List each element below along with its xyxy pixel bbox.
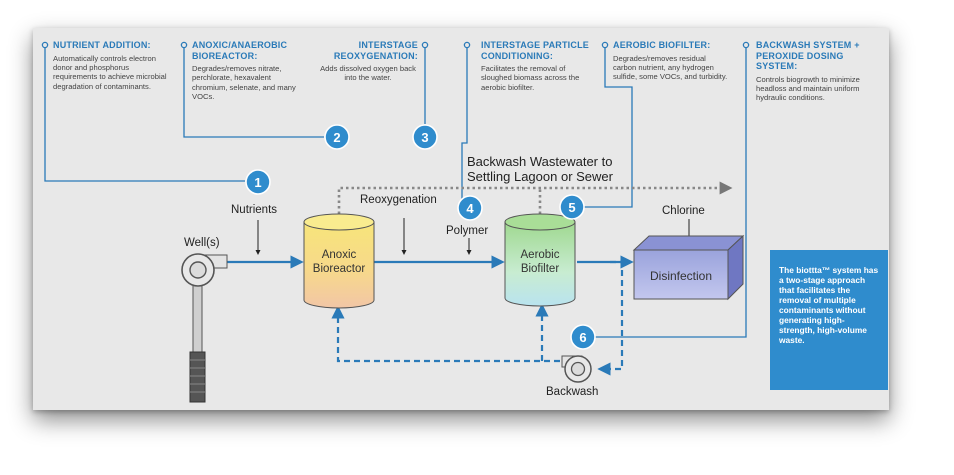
anoxic-label-line1: Anoxic [321, 249, 357, 261]
note-heading: ANOXIC/ANAEROBIC BIOREACTOR: [192, 40, 288, 61]
note-interstage-reoxygenation: INTERSTAGE REOXYGENATION: Adds dissolved… [318, 40, 418, 83]
backwash-wastewater-label: Backwash Wastewater to Settling Lagoon o… [467, 154, 613, 184]
leader-dots [41, 41, 750, 49]
leader-5 [582, 47, 633, 208]
note-heading: BACKWASH SYSTEM + PEROXIDE DOSING SYSTEM… [756, 40, 860, 71]
reoxygenation-label: Reoxygenation [360, 194, 437, 206]
badge-1-number: 1 [254, 175, 261, 190]
backwash-loop [331, 260, 624, 376]
badge-4-number: 4 [466, 201, 474, 216]
note-anoxic-bioreactor: ANOXIC/ANAEROBIC BIOREACTOR: Degrades/re… [192, 40, 302, 102]
note-body: Degrades/removes nitrate, perchlorate, h… [192, 64, 296, 102]
badge-4 [457, 195, 483, 221]
backwash-pump-icon [561, 355, 592, 383]
note-interstage-particle-conditioning: INTERSTAGE PARTICLE CONDITIONING: Facili… [481, 40, 593, 92]
note-backwash-system: BACKWASH SYSTEM + PEROXIDE DOSING SYSTEM… [756, 40, 874, 103]
badge-6 [570, 324, 596, 350]
note-heading: NUTRIENT ADDITION: [53, 40, 151, 50]
backwash-wastewater-line2: Settling Lagoon or Sewer [467, 169, 613, 184]
note-body: Adds dissolved oxygen back into the wate… [320, 64, 416, 83]
badge-3 [412, 124, 438, 150]
aerobic-label-line1: Aerobic [520, 249, 560, 261]
backwash-label: Backwash [546, 386, 599, 398]
backwash-wastewater-line [337, 181, 733, 214]
disinfection-tank [632, 234, 745, 301]
aerobic-biofilter [504, 213, 576, 307]
badge-3-number: 3 [421, 130, 428, 145]
note-nutrient-addition: NUTRIENT ADDITION: Automatically control… [53, 40, 168, 91]
note-heading: INTERSTAGE REOXYGENATION: [333, 40, 418, 61]
badge-5-number: 5 [568, 200, 575, 215]
leader-4 [461, 47, 468, 206]
badge-5 [559, 194, 585, 220]
disinfection-label: Disinfection [649, 269, 713, 283]
note-body: Controls biogrowth to minimize headloss … [756, 74, 860, 103]
callout-leaders [44, 47, 747, 338]
nutrients-label: Nutrients [231, 204, 278, 216]
backwash-wastewater-line1: Backwash Wastewater to [467, 154, 613, 169]
aerobic-label-line2: Biofilter [520, 263, 560, 275]
polymer-label: Polymer [446, 225, 489, 237]
wells-label: Well(s) [184, 237, 220, 249]
note-body: Facilitates the removal of sloughed biom… [481, 64, 580, 92]
leader-2 [183, 47, 324, 138]
badge-1 [245, 169, 271, 195]
leader-1 [44, 47, 245, 182]
summary-text: The biottta™ system has a two-stage appr… [779, 265, 879, 345]
badge-2 [324, 124, 350, 150]
note-heading: AEROBIC BIOFILTER: [613, 40, 711, 50]
note-body: Degrades/removes residual carbon nutrien… [613, 53, 728, 82]
note-aerobic-biofilter: AEROBIC BIOFILTER: Degrades/removes resi… [613, 40, 728, 82]
anoxic-label-line2: Bioreactor [312, 263, 366, 275]
summary-box: The biottta™ system has a two-stage appr… [770, 250, 888, 390]
leader-6 [594, 47, 747, 338]
chlorine-label: Chlorine [662, 205, 705, 217]
anoxic-bioreactor [303, 213, 375, 309]
aerobic-biofilter-label: Aerobic Biofilter [505, 248, 575, 276]
badge-2-number: 2 [333, 130, 340, 145]
well-pump-icon [181, 253, 228, 403]
step-badges [245, 124, 596, 350]
anoxic-bioreactor-label: Anoxic Bioreactor [304, 248, 374, 276]
badge-6-number: 6 [579, 330, 586, 345]
note-body: Automatically controls electron donor an… [53, 53, 167, 91]
note-heading: INTERSTAGE PARTICLE CONDITIONING: [481, 40, 589, 61]
